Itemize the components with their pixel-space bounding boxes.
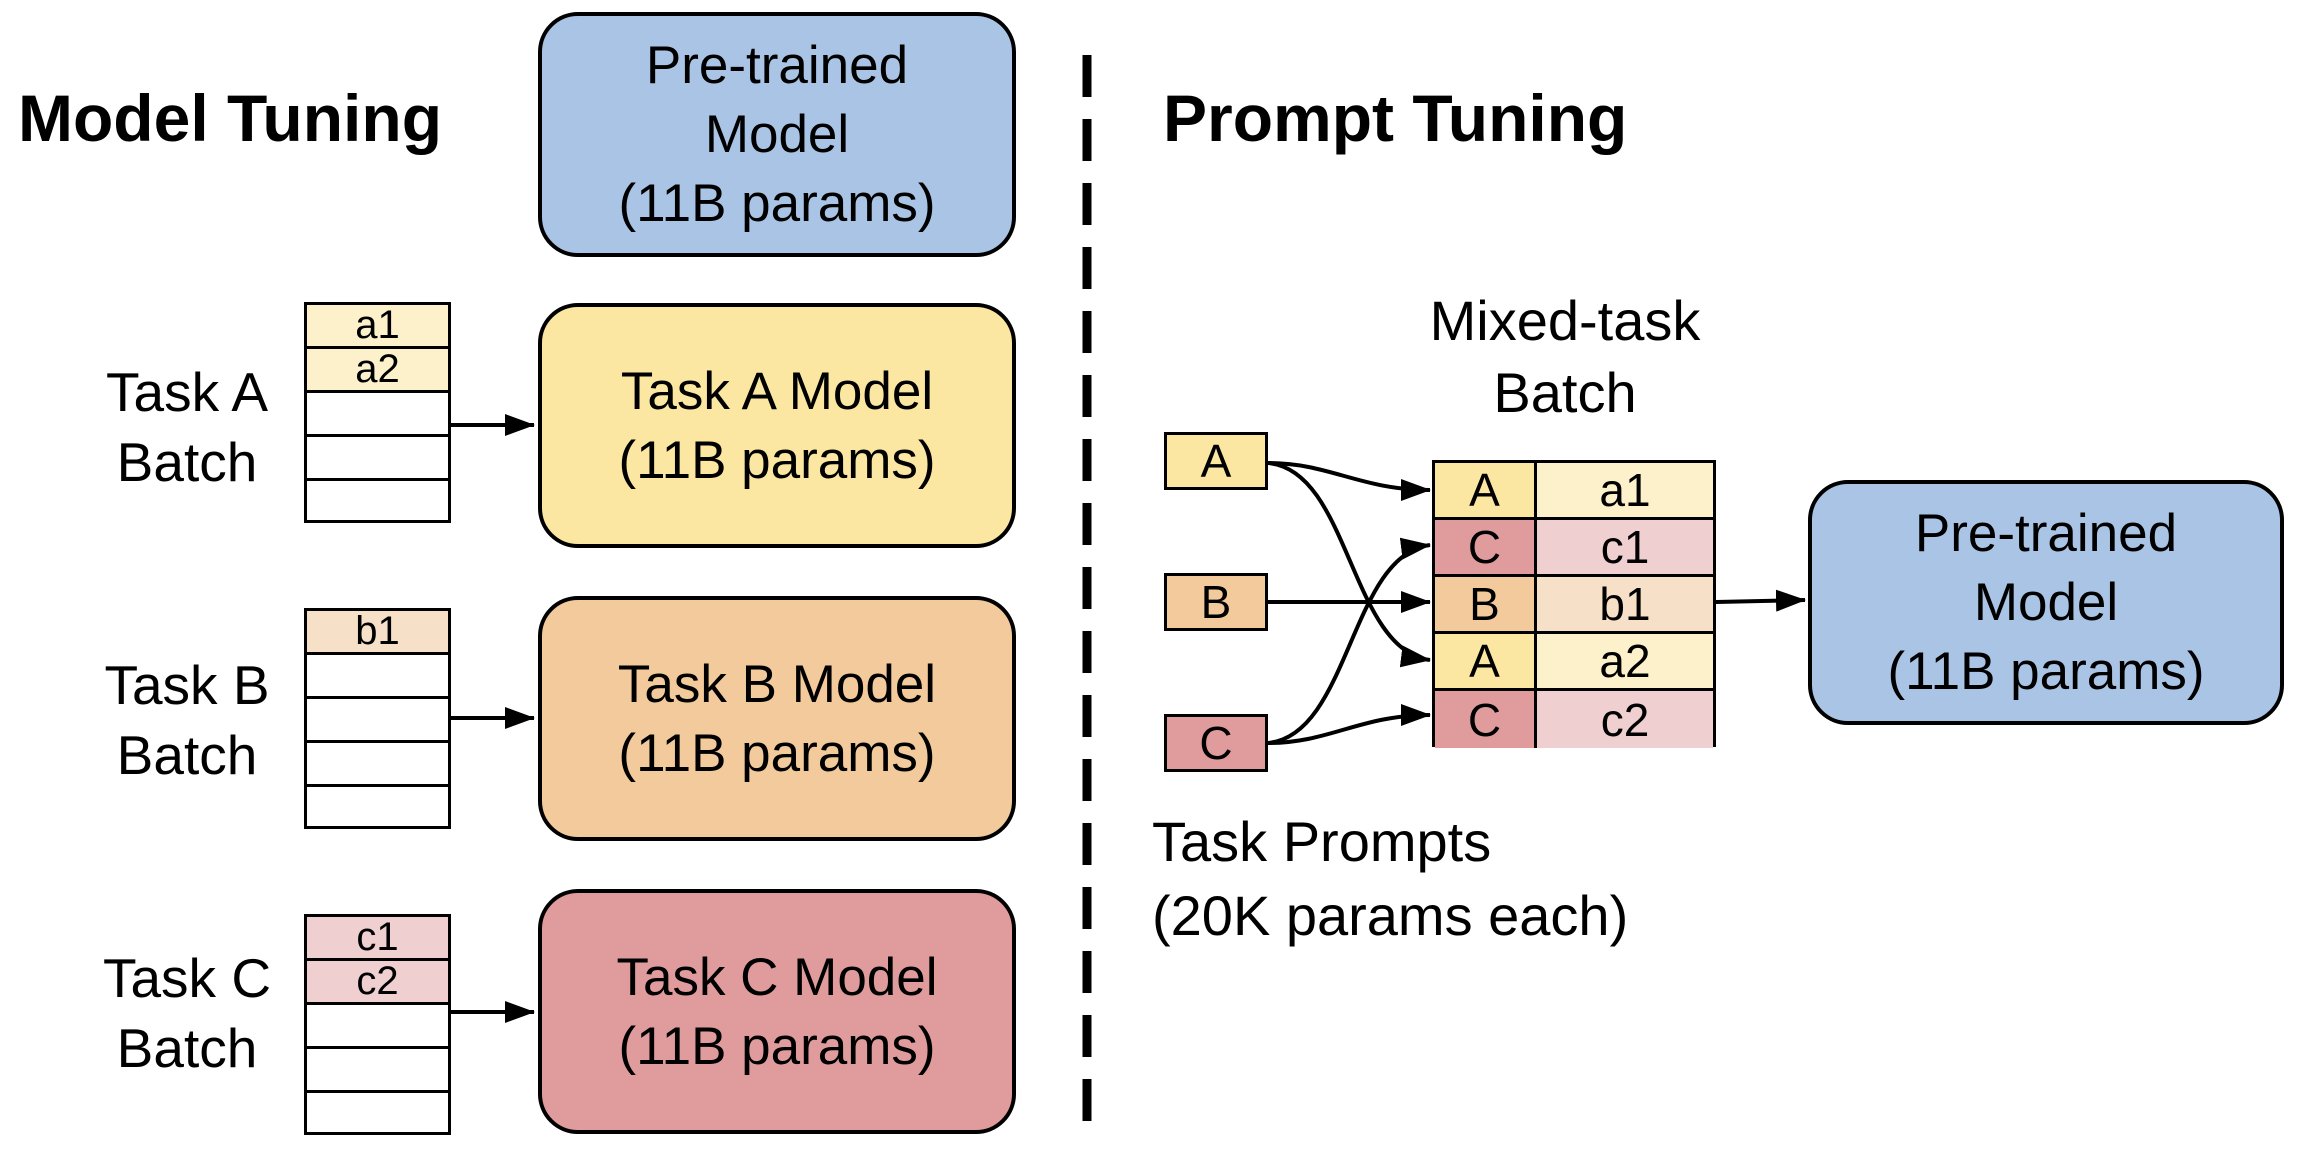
task-c-model-box: Task C Model (11B params) <box>538 889 1016 1134</box>
task-b-batch-table: b1 <box>304 608 451 829</box>
batch-row: c1 <box>307 917 448 961</box>
arrow-mixed-to-model <box>1715 589 1806 612</box>
curve-a-to-row4 <box>1267 461 1431 668</box>
mixed-row-value: a2 <box>1537 634 1713 688</box>
batch-row: b1 <box>307 611 448 655</box>
pretrained-right-line1: Pre-trained <box>1914 504 2178 563</box>
mixed-task-batch-table: A a1 C c1 B b1 A a2 C c2 <box>1432 460 1716 748</box>
mixed-row-value: c2 <box>1537 691 1713 748</box>
mixed-row: C c2 <box>1435 691 1713 748</box>
batch-row <box>307 437 448 481</box>
task-b-model-box: Task B Model (11B params) <box>538 596 1016 841</box>
task-a-batch-word: Batch <box>116 431 258 493</box>
batch-row <box>307 1093 448 1137</box>
prompt-a-box: A <box>1164 432 1268 490</box>
batch-row <box>307 655 448 699</box>
mixed-row: B b1 <box>1435 577 1713 634</box>
pretrained-line3: (11B params) <box>618 174 936 233</box>
mixed-batch-word: Batch <box>1493 361 1637 424</box>
pretrained-model-box-right: Pre-trained Model (11B params) <box>1808 480 2284 725</box>
pretrained-right-line3: (11B params) <box>1887 642 2205 701</box>
mixed-task-batch-label: Mixed-task Batch <box>1400 285 1730 429</box>
task-b-label: Task B <box>104 654 270 716</box>
mixed-row-tag: A <box>1435 634 1537 688</box>
pretrained-line1: Pre-trained <box>645 36 909 95</box>
task-b-model-name: Task B Model <box>617 654 937 714</box>
mixed-row-tag: A <box>1435 463 1537 517</box>
batch-row: a1 <box>307 305 448 349</box>
batch-row <box>307 393 448 437</box>
mixed-row-tag: C <box>1435 520 1537 574</box>
batch-row <box>307 1049 448 1093</box>
batch-row <box>307 787 448 831</box>
mixed-row-value: c1 <box>1537 520 1713 574</box>
task-c-model-params: (11B params) <box>618 1016 936 1076</box>
mixed-row-tag: C <box>1435 691 1537 748</box>
mixed-row: A a2 <box>1435 634 1713 691</box>
model-tuning-title: Model Tuning <box>18 81 443 155</box>
task-c-model-name: Task C Model <box>616 947 938 1007</box>
task-c-batch-word: Batch <box>116 1017 258 1079</box>
prompt-c-box: C <box>1164 714 1268 772</box>
mixed-row-value: a1 <box>1537 463 1713 517</box>
batch-row: a2 <box>307 349 448 393</box>
task-c-batch-label: Task C Batch <box>87 943 287 1083</box>
curve-c-to-row5 <box>1267 704 1431 745</box>
pretrained-right-line2: Model <box>1973 573 2119 632</box>
mixed-row: C c1 <box>1435 520 1713 577</box>
batch-row <box>307 481 448 525</box>
prompt-b-box: B <box>1164 573 1268 631</box>
task-a-batch-table: a1 a2 <box>304 302 451 523</box>
task-prompts-title: Task Prompts <box>1152 810 1492 873</box>
mixed-row-value: b1 <box>1537 577 1713 631</box>
batch-row <box>307 743 448 787</box>
mixed-row-tag: B <box>1435 577 1537 631</box>
curve-a-to-row1 <box>1267 461 1431 501</box>
task-a-model-params: (11B params) <box>618 430 936 490</box>
mixed-task-word: Mixed-task <box>1429 289 1701 352</box>
task-b-model-params: (11B params) <box>618 723 936 783</box>
task-prompts-label: Task Prompts (20K params each) <box>1152 805 1628 953</box>
task-a-batch-label: Task A Batch <box>87 357 287 497</box>
task-c-batch-table: c1 c2 <box>304 914 451 1135</box>
pretrained-model-box-left: Pre-trained Model (11B params) <box>538 12 1016 257</box>
curve-c-to-row2 <box>1267 537 1431 745</box>
task-a-model-name: Task A Model <box>620 361 934 421</box>
task-a-model-box: Task A Model (11B params) <box>538 303 1016 548</box>
task-prompts-params: (20K params each) <box>1152 884 1629 947</box>
batch-row <box>307 699 448 743</box>
mixed-row: A a1 <box>1435 463 1713 520</box>
task-a-label: Task A <box>105 361 269 423</box>
pretrained-model-text-left: Pre-trained Model (11B params) <box>618 31 935 238</box>
task-c-label: Task C <box>102 947 272 1009</box>
batch-row <box>307 1005 448 1049</box>
task-b-batch-word: Batch <box>116 724 258 786</box>
batch-row: c2 <box>307 961 448 1005</box>
task-b-batch-label: Task B Batch <box>87 650 287 790</box>
prompt-tuning-title: Prompt Tuning <box>1163 81 1628 155</box>
pretrained-line2: Model <box>704 105 850 164</box>
